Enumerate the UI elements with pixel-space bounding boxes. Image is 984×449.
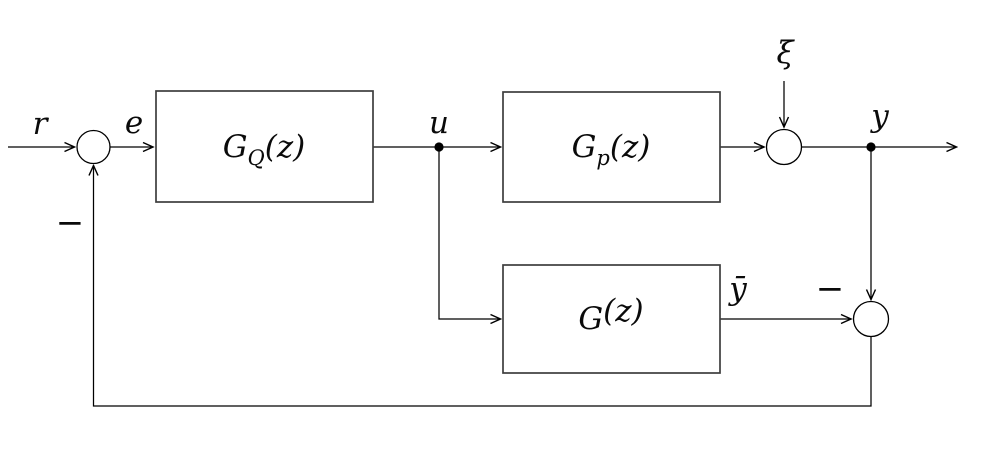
plant-label-main: G <box>572 129 597 165</box>
reference-signal-label: r <box>33 106 50 142</box>
y-branch-node <box>866 142 876 152</box>
model-block <box>502 264 721 374</box>
controller-block <box>155 90 374 203</box>
u-branch-node <box>434 142 444 152</box>
sum-junction-reference <box>76 129 111 165</box>
sum-junction-model-error <box>852 300 890 338</box>
model-label-main: G <box>578 301 603 337</box>
output-signal-label: y <box>869 98 889 134</box>
error-signal-label: e <box>125 105 143 141</box>
plant-block-label: Gp(z) <box>572 129 651 170</box>
feedback-wire <box>94 166 872 407</box>
controller-label-main: G <box>223 129 248 165</box>
plant-block <box>502 91 721 203</box>
controller-block-label: GQ(z) <box>223 129 306 170</box>
model-output-signal-label: ȳ <box>727 271 747 307</box>
model-minus-label: − <box>816 269 845 309</box>
control-signal-label: u <box>429 105 449 141</box>
disturbance-signal-label: ξ <box>776 35 795 71</box>
controller-label-sub: Q <box>248 146 265 170</box>
model-block-label: G(z) <box>578 293 643 337</box>
model-input-branch-wire <box>438 150 500 319</box>
model-label-arg: (z) <box>603 293 644 329</box>
sum-junction-disturbance <box>765 128 803 166</box>
feedback-minus-label: − <box>56 203 85 243</box>
plant-label-sub: p <box>596 146 609 170</box>
controller-label-arg: (z) <box>265 129 306 165</box>
plant-label-arg: (z) <box>610 129 651 165</box>
